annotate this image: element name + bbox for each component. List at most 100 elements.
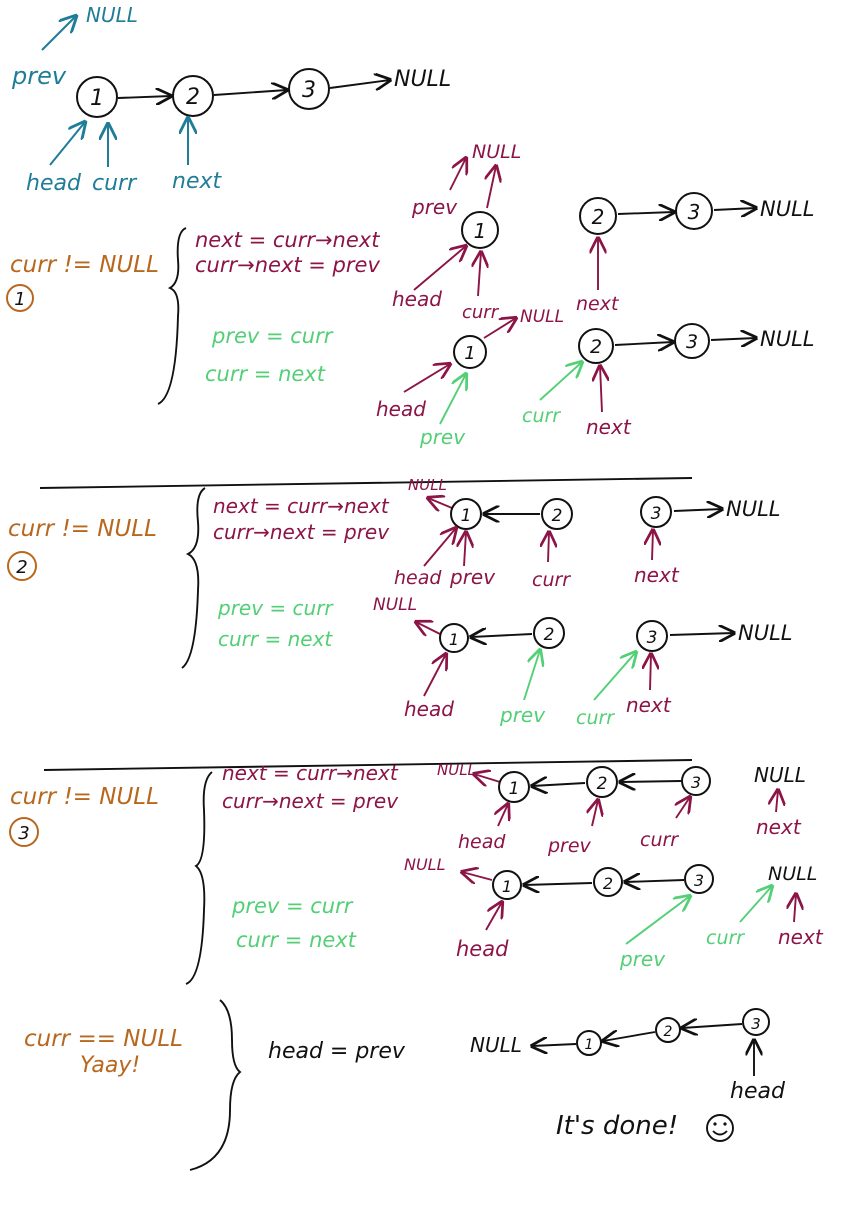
code-curr-assign: curr = next	[218, 627, 333, 651]
link-1-null	[428, 498, 453, 508]
initial-state: NULL prev 1 2 3 NULL head curr next	[11, 3, 451, 196]
next-label: next	[634, 563, 680, 587]
code-curr-assign: curr = next	[205, 362, 326, 386]
curr-arrow	[478, 252, 481, 297]
node-1-label: 1	[461, 506, 472, 526]
step-number: 3	[18, 823, 29, 844]
node-2	[593, 867, 623, 897]
prev-label: prev	[619, 947, 666, 971]
link-2-3	[617, 212, 674, 214]
null-label: NULL	[437, 761, 476, 779]
node-2-label: 2	[552, 506, 563, 526]
node-1-label: 1	[464, 343, 475, 364]
node-1	[461, 211, 499, 249]
link-1-null	[483, 318, 516, 339]
head-label: head	[456, 937, 509, 961]
done-label: It's done!	[556, 1111, 678, 1141]
code-curr-assign: curr = next	[236, 928, 357, 952]
node-1-label: 1	[585, 1037, 594, 1053]
null-label: NULL	[408, 476, 447, 494]
link-1-2	[117, 96, 171, 98]
next-label: next	[756, 815, 802, 839]
node-1	[492, 870, 522, 900]
node-3-label: 3	[694, 871, 704, 890]
node-3	[288, 68, 330, 110]
prev-label: prev	[11, 62, 67, 90]
null-label: NULL	[404, 855, 446, 874]
head-arrow	[485, 902, 502, 931]
smiley-icon	[706, 1114, 734, 1142]
node-1	[453, 335, 487, 369]
curr-label: curr	[576, 707, 615, 729]
curr-arrow	[539, 362, 582, 401]
link-2-1	[524, 883, 593, 885]
prev-to-null-arrow	[449, 158, 466, 191]
node-2-label: 2	[664, 1024, 673, 1040]
node-3	[636, 620, 668, 652]
node-1	[76, 76, 118, 118]
section-divider	[39, 477, 693, 489]
next-label: next	[778, 925, 824, 949]
null-label: NULL	[768, 863, 817, 885]
node-3	[675, 192, 713, 230]
null-label: NULL	[470, 1033, 522, 1057]
code-link-assign: curr→next = prev	[213, 520, 390, 544]
node-1-label: 1	[90, 86, 104, 111]
brace	[189, 999, 242, 1171]
next-label: next	[172, 169, 222, 194]
null-label: NULL	[738, 621, 792, 645]
null-label: NULL	[726, 497, 780, 521]
next-arrow	[652, 530, 653, 561]
head-label: head	[392, 287, 442, 311]
link-2-1	[603, 1032, 656, 1041]
iteration-3: curr != NULL 3 next = curr→next curr→nex…	[9, 761, 824, 985]
node-1-label: 1	[509, 779, 520, 799]
curr-label: curr	[522, 405, 561, 427]
code-next-assign: next = curr→next	[213, 494, 390, 518]
prev-arrow	[592, 800, 598, 827]
curr-label: curr	[532, 569, 571, 591]
link-2-3	[213, 90, 287, 95]
code-next-assign: next = curr→next	[195, 228, 380, 252]
link-1-null	[487, 166, 496, 209]
null-label: NULL	[472, 141, 521, 163]
node-3-label: 3	[647, 628, 658, 648]
prev-label: prev	[449, 565, 496, 589]
link-3-null	[710, 338, 756, 340]
node-1-label: 1	[449, 630, 459, 649]
node-3-label: 3	[751, 1015, 761, 1033]
node-2	[172, 75, 214, 117]
prev-to-null-arrow	[41, 16, 76, 51]
prev-arrow	[464, 532, 466, 567]
node-1	[439, 623, 469, 653]
node-3	[684, 864, 714, 894]
node-3-label: 3	[651, 504, 662, 524]
node-3	[674, 323, 710, 359]
link-1-null	[416, 622, 441, 634]
node-2	[541, 498, 573, 530]
curr-label: curr	[92, 171, 138, 196]
node-2-label: 2	[603, 874, 613, 893]
node-2-label: 2	[590, 336, 602, 358]
node-3-label: 3	[691, 773, 701, 792]
code-link-assign: curr→next = prev	[195, 253, 380, 277]
null-label: NULL	[754, 763, 806, 787]
null-label: NULL	[760, 197, 814, 221]
next-arrow	[600, 366, 602, 413]
step-badge	[7, 551, 37, 581]
prev-label: prev	[419, 425, 466, 449]
loop-condition: curr != NULL	[8, 516, 157, 542]
link-1-null	[532, 1044, 577, 1046]
link-2-1	[532, 783, 586, 786]
head-label: head	[458, 831, 506, 853]
head-arrow	[413, 246, 466, 291]
node-2	[533, 617, 565, 649]
node-3-label: 3	[686, 331, 698, 353]
head-arrow	[49, 122, 85, 166]
prev-label: prev	[547, 835, 592, 857]
node-1	[450, 498, 482, 530]
link-3-2	[625, 880, 685, 882]
prev-arrow	[625, 896, 690, 945]
node-3	[640, 496, 672, 528]
